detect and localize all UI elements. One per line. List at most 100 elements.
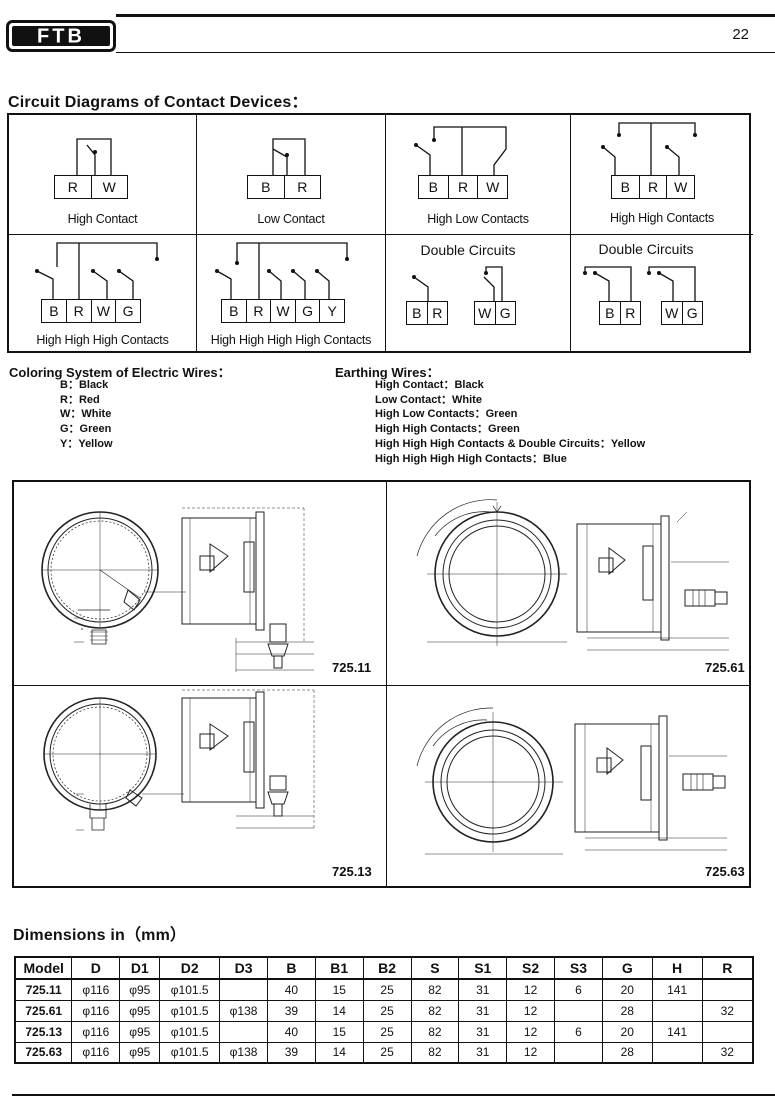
terminal-label: W xyxy=(271,300,296,322)
column-header: B xyxy=(267,956,316,980)
dimension-cell xyxy=(554,999,603,1022)
column-header: S2 xyxy=(506,956,556,980)
dimension-cell: φ138 xyxy=(219,1041,268,1064)
dimension-cell xyxy=(701,978,754,1001)
dimension-cell: 15 xyxy=(314,1020,364,1043)
coloring-system-title: Coloring System of Electric Wires： xyxy=(9,365,231,380)
terminal-block: B R W xyxy=(418,175,508,199)
dimension-cell xyxy=(219,1020,268,1043)
earthing-wires-title: Earthing Wires： xyxy=(335,365,440,380)
model-label: 725.61 xyxy=(705,660,745,675)
circuit-label: High High High Contacts xyxy=(36,333,169,347)
circuit-cell-high-low-contacts: B R W High Low Contacts xyxy=(386,115,571,235)
model-label: 725.13 xyxy=(332,864,372,879)
terminal-label: G xyxy=(122,303,134,319)
terminal-label: R xyxy=(67,300,92,322)
circuit-diagram xyxy=(76,138,112,175)
drawing-cell-725-13: 725.13 xyxy=(14,686,387,888)
dimension-cell: 141 xyxy=(651,1020,703,1043)
dimension-cell: 25 xyxy=(362,1041,412,1064)
dimension-cell xyxy=(651,999,703,1022)
dimension-cell: φ101.5 xyxy=(159,1020,221,1043)
model-label: 725.11 xyxy=(332,660,372,675)
dimension-cell: 31 xyxy=(458,978,508,1001)
drawing-cell-725-11: 725.11 xyxy=(14,482,387,686)
dimension-cell: 25 xyxy=(362,999,412,1022)
coloring-system-list: B：Black R：Red W：White G：Green Y：Yellow xyxy=(60,378,113,452)
dimension-cell: φ116 xyxy=(71,999,121,1022)
footer-rule xyxy=(12,1094,775,1096)
circuit-label: High Contact xyxy=(67,212,138,226)
terminal-block-left: B R xyxy=(599,301,641,325)
circuit-header: Double Circuits xyxy=(598,241,694,257)
circuit-section-title: Circuit Diagrams of Contact Devices： xyxy=(8,94,308,111)
dimension-cell: 25 xyxy=(362,1020,412,1043)
dimension-cell: 14 xyxy=(314,999,364,1022)
terminal-label: R xyxy=(55,176,92,198)
dimension-cell: 6 xyxy=(554,1020,603,1043)
circuit-label: High Low Contacts xyxy=(427,212,529,226)
dimension-cell: 20 xyxy=(601,978,653,1001)
dimension-cell: 12 xyxy=(506,1041,556,1064)
circuit-cell-high-contact: R W High Contact xyxy=(9,115,197,235)
earthing-item: Low Contact：White xyxy=(375,393,482,406)
terminal-label: R xyxy=(449,176,479,198)
column-header: R xyxy=(701,956,754,980)
earthing-item: High High High Contacts & Double Circuit… xyxy=(375,437,646,450)
page-number: 22 xyxy=(732,26,749,43)
wire-color-item: Y：Yellow xyxy=(60,437,113,450)
terminal-label: W xyxy=(674,179,688,195)
earthing-item: High Contact：Black xyxy=(375,379,484,391)
dimension-cell: φ116 xyxy=(71,1041,121,1064)
column-header: Model xyxy=(14,956,73,980)
circuit-cell-double-circuits-2: Double Circuits B R W G xyxy=(571,235,753,353)
earthing-item: High High Contacts：Green xyxy=(375,423,520,436)
dimension-cell: 12 xyxy=(506,999,556,1022)
dimension-cell: 14 xyxy=(314,1041,364,1064)
dimension-cell: 40 xyxy=(267,978,316,1001)
contact-device-grid: R W High Contact B R Low Contact B R W xyxy=(7,113,753,353)
dimension-cell: 82 xyxy=(410,1041,460,1064)
terminal-label: W xyxy=(662,302,683,324)
circuit-cell-high-high-high-high-contacts: B R W G Y High High High High Contacts xyxy=(197,235,386,353)
circuit-diagram xyxy=(601,122,697,175)
column-header: S xyxy=(410,956,460,980)
terminal-label: W xyxy=(102,179,116,195)
column-header: B1 xyxy=(314,956,364,980)
model-label: 725.63 xyxy=(705,864,745,879)
dimension-cell: 39 xyxy=(267,1041,316,1064)
dimension-cell: φ95 xyxy=(119,978,161,1001)
technical-drawings-grid: 725.11 725.61 xyxy=(12,480,751,888)
circuit-diagram xyxy=(412,266,503,301)
terminal-label: B xyxy=(407,302,428,324)
dimension-cell: 82 xyxy=(410,978,460,1001)
dimension-cell: φ95 xyxy=(119,1020,161,1043)
terminal-label: B xyxy=(612,176,640,198)
dimension-cell: φ116 xyxy=(71,978,121,1001)
column-header: S1 xyxy=(458,956,508,980)
wire-color-item: R：Red xyxy=(60,393,100,406)
dimension-cell: 39 xyxy=(267,999,316,1022)
dimension-cell: 28 xyxy=(601,1041,653,1064)
terminal-label: W xyxy=(92,300,117,322)
dimension-cell xyxy=(651,1041,703,1064)
column-header: D xyxy=(71,956,121,980)
circuit-diagram xyxy=(414,126,507,175)
terminal-label: G xyxy=(686,305,698,321)
gauge-drawing xyxy=(41,507,314,672)
terminal-label: R xyxy=(640,176,668,198)
terminal-label: B xyxy=(42,300,67,322)
dimension-cell: 32 xyxy=(701,1041,754,1064)
column-header: D3 xyxy=(219,956,268,980)
circuit-cell-double-circuits-1: Double Circuits B R W G xyxy=(386,235,571,353)
circuit-cell-low-contact: B R Low Contact xyxy=(197,115,386,235)
drawing-cell-725-63: 725.63 xyxy=(387,686,751,888)
terminal-label: Y xyxy=(327,303,337,319)
dimension-cell: 31 xyxy=(458,1041,508,1064)
dimension-cell: φ138 xyxy=(219,999,268,1022)
terminal-label: R xyxy=(297,179,308,195)
